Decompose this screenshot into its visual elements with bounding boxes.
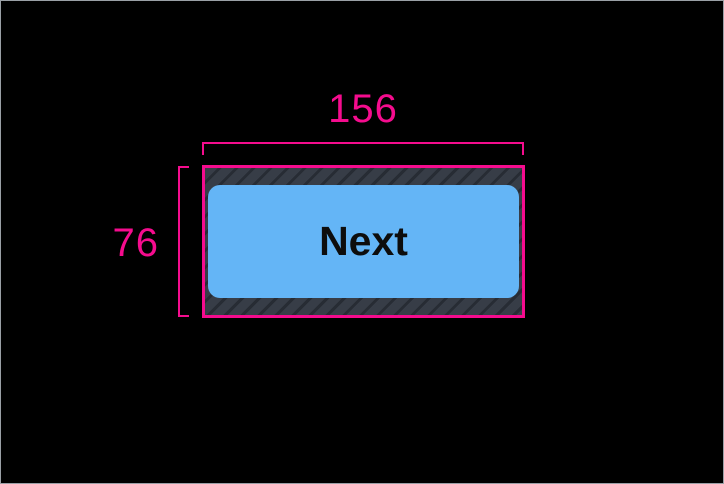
width-dimension-label: 156 (328, 87, 398, 131)
width-dimension-bracket (202, 142, 524, 155)
next-button[interactable]: Next (208, 185, 519, 298)
height-dimension-label: 76 (112, 221, 159, 265)
height-dimension-bracket (178, 166, 189, 317)
widget-bounds-highlight: Next (202, 165, 525, 318)
